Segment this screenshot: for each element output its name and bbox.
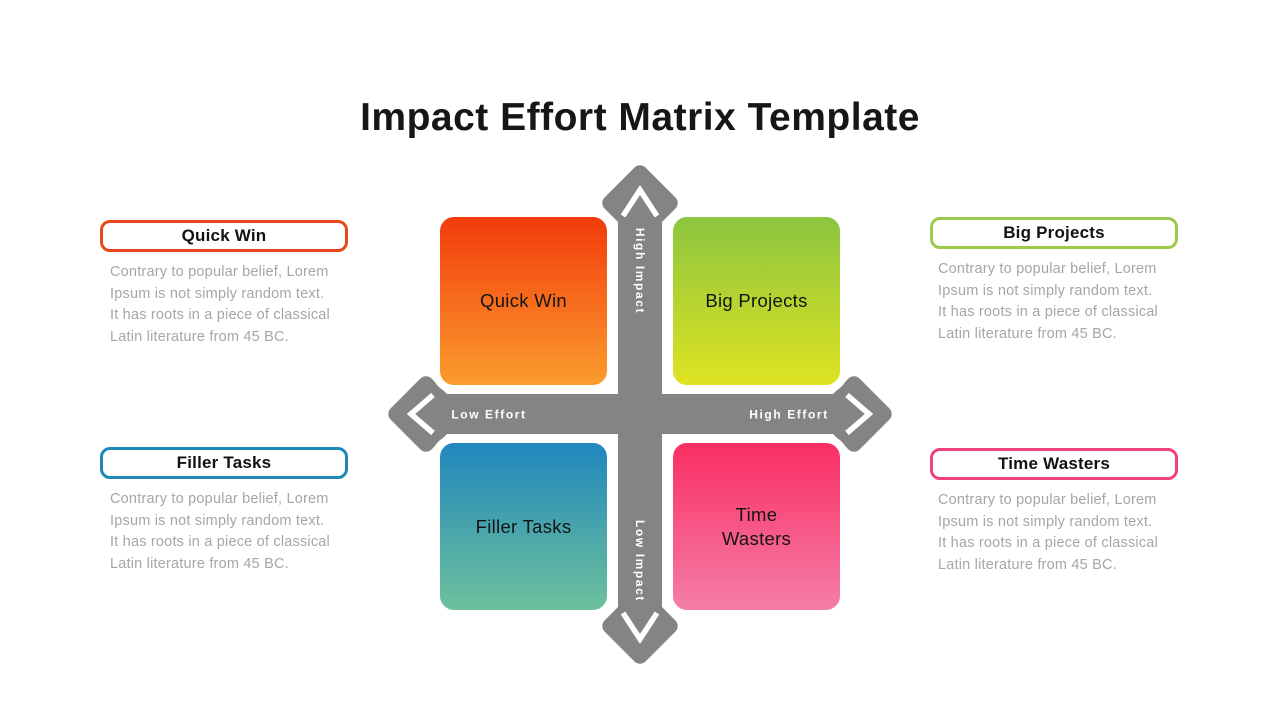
horizontal-axis-bar bbox=[420, 394, 860, 434]
arrowhead-left-icon bbox=[388, 376, 464, 452]
impact-effort-axis: High Impact Low Impact Low Effort High E… bbox=[388, 165, 892, 664]
callout-badge-time-wasters: Time Wasters bbox=[930, 448, 1178, 480]
chevron-down-icon bbox=[620, 611, 660, 645]
callout-body-filler-tasks: Contrary to popular belief, Lorem Ipsum … bbox=[110, 491, 330, 572]
callout-body-big-projects: Contrary to popular belief, Lorem Ipsum … bbox=[938, 261, 1158, 342]
quadrant-big-projects: Big Projects bbox=[665, 209, 848, 393]
axis-label-high-effort: High Effort bbox=[749, 408, 829, 422]
callout-badge-big-projects: Big Projects bbox=[930, 217, 1178, 249]
callout-body-quick-win: Contrary to popular belief, Lorem Ipsum … bbox=[110, 264, 330, 345]
quadrant-quick-win: Quick Win bbox=[432, 209, 615, 393]
quadrant-quick-win-label: Quick Win bbox=[480, 290, 567, 312]
callout-title-big-projects: Big Projects bbox=[1003, 223, 1105, 242]
chevron-up-icon bbox=[620, 184, 660, 218]
callout-badge-quick-win: Quick Win bbox=[100, 220, 348, 252]
quadrant-big-projects-label: Big Projects bbox=[705, 290, 808, 312]
callout-badge-filler-tasks: Filler Tasks bbox=[100, 447, 348, 479]
chevron-left-icon bbox=[406, 392, 435, 436]
page-title: Impact Effort Matrix Template bbox=[360, 96, 920, 140]
callout-title-quick-win: Quick Win bbox=[181, 226, 267, 245]
axis-label-low-effort: Low Effort bbox=[451, 408, 526, 422]
callout-body-time-wasters: Contrary to popular belief, Lorem Ipsum … bbox=[938, 492, 1158, 573]
quadrant-time-wasters: Time Wasters bbox=[665, 435, 848, 618]
quadrant-filler-tasks: Filler Tasks bbox=[432, 435, 615, 618]
arrowhead-up-icon bbox=[602, 165, 678, 241]
callout-title-time-wasters: Time Wasters bbox=[997, 454, 1110, 473]
quadrant-filler-tasks-label: Filler Tasks bbox=[475, 515, 572, 537]
arrowhead-down-icon bbox=[602, 588, 678, 664]
quadrant-time-wasters-label: Time Wasters bbox=[721, 504, 792, 549]
axis-label-low-impact: Low Impact bbox=[633, 520, 647, 602]
callout-title-filler-tasks: Filler Tasks bbox=[176, 453, 272, 472]
arrowhead-right-icon bbox=[816, 376, 892, 452]
chevron-right-icon bbox=[845, 392, 874, 436]
axis-label-high-impact: High Impact bbox=[633, 228, 647, 314]
